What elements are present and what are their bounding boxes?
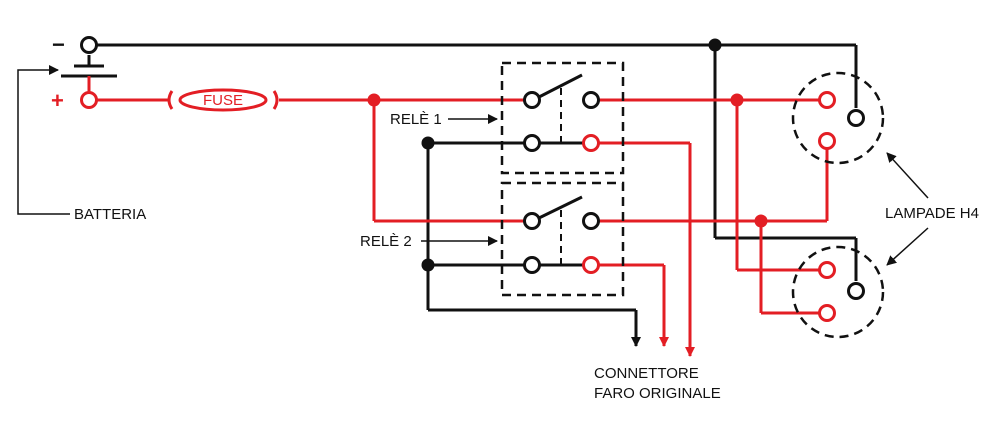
relay-1-label: RELÈ 1 [390, 111, 442, 128]
fuse-symbol [167, 88, 279, 112]
connector-label-line1: CONNETTORE [594, 365, 699, 382]
lamp-2-pointer [886, 227, 929, 266]
junction-ground-relay2 [421, 258, 435, 272]
battery-label: BATTERIA [74, 206, 146, 223]
battery-negative-terminal [80, 36, 98, 54]
ground-wires [97, 43, 858, 347]
minus-sign: − [52, 32, 65, 57]
lamp-1 [791, 71, 885, 165]
battery-positive-terminal [80, 91, 98, 109]
junction-ground-relay1 [421, 136, 435, 150]
lamp-1-pointer [886, 152, 929, 199]
relay-1-switch [523, 73, 600, 152]
battery-symbol [61, 36, 117, 109]
relay-2-label: RELÈ 2 [360, 233, 412, 250]
lamp-2 [791, 245, 885, 339]
positive-wires [97, 98, 829, 357]
relay-1-box [500, 61, 625, 175]
junction-ground-top [708, 38, 722, 52]
lamps-label: LAMPADE H4 [885, 205, 979, 222]
junction-positive-high [754, 214, 768, 228]
battery-callout-line [17, 65, 70, 215]
connector-label-line2: FARO ORIGINALE [594, 385, 721, 402]
junction-positive-lamps [730, 93, 744, 107]
fuse-label: FUSE [203, 92, 243, 109]
relay-2-box [500, 181, 625, 297]
plus-sign: + [51, 88, 64, 113]
relay-2-switch [523, 195, 600, 274]
junction-positive-main [367, 93, 381, 107]
